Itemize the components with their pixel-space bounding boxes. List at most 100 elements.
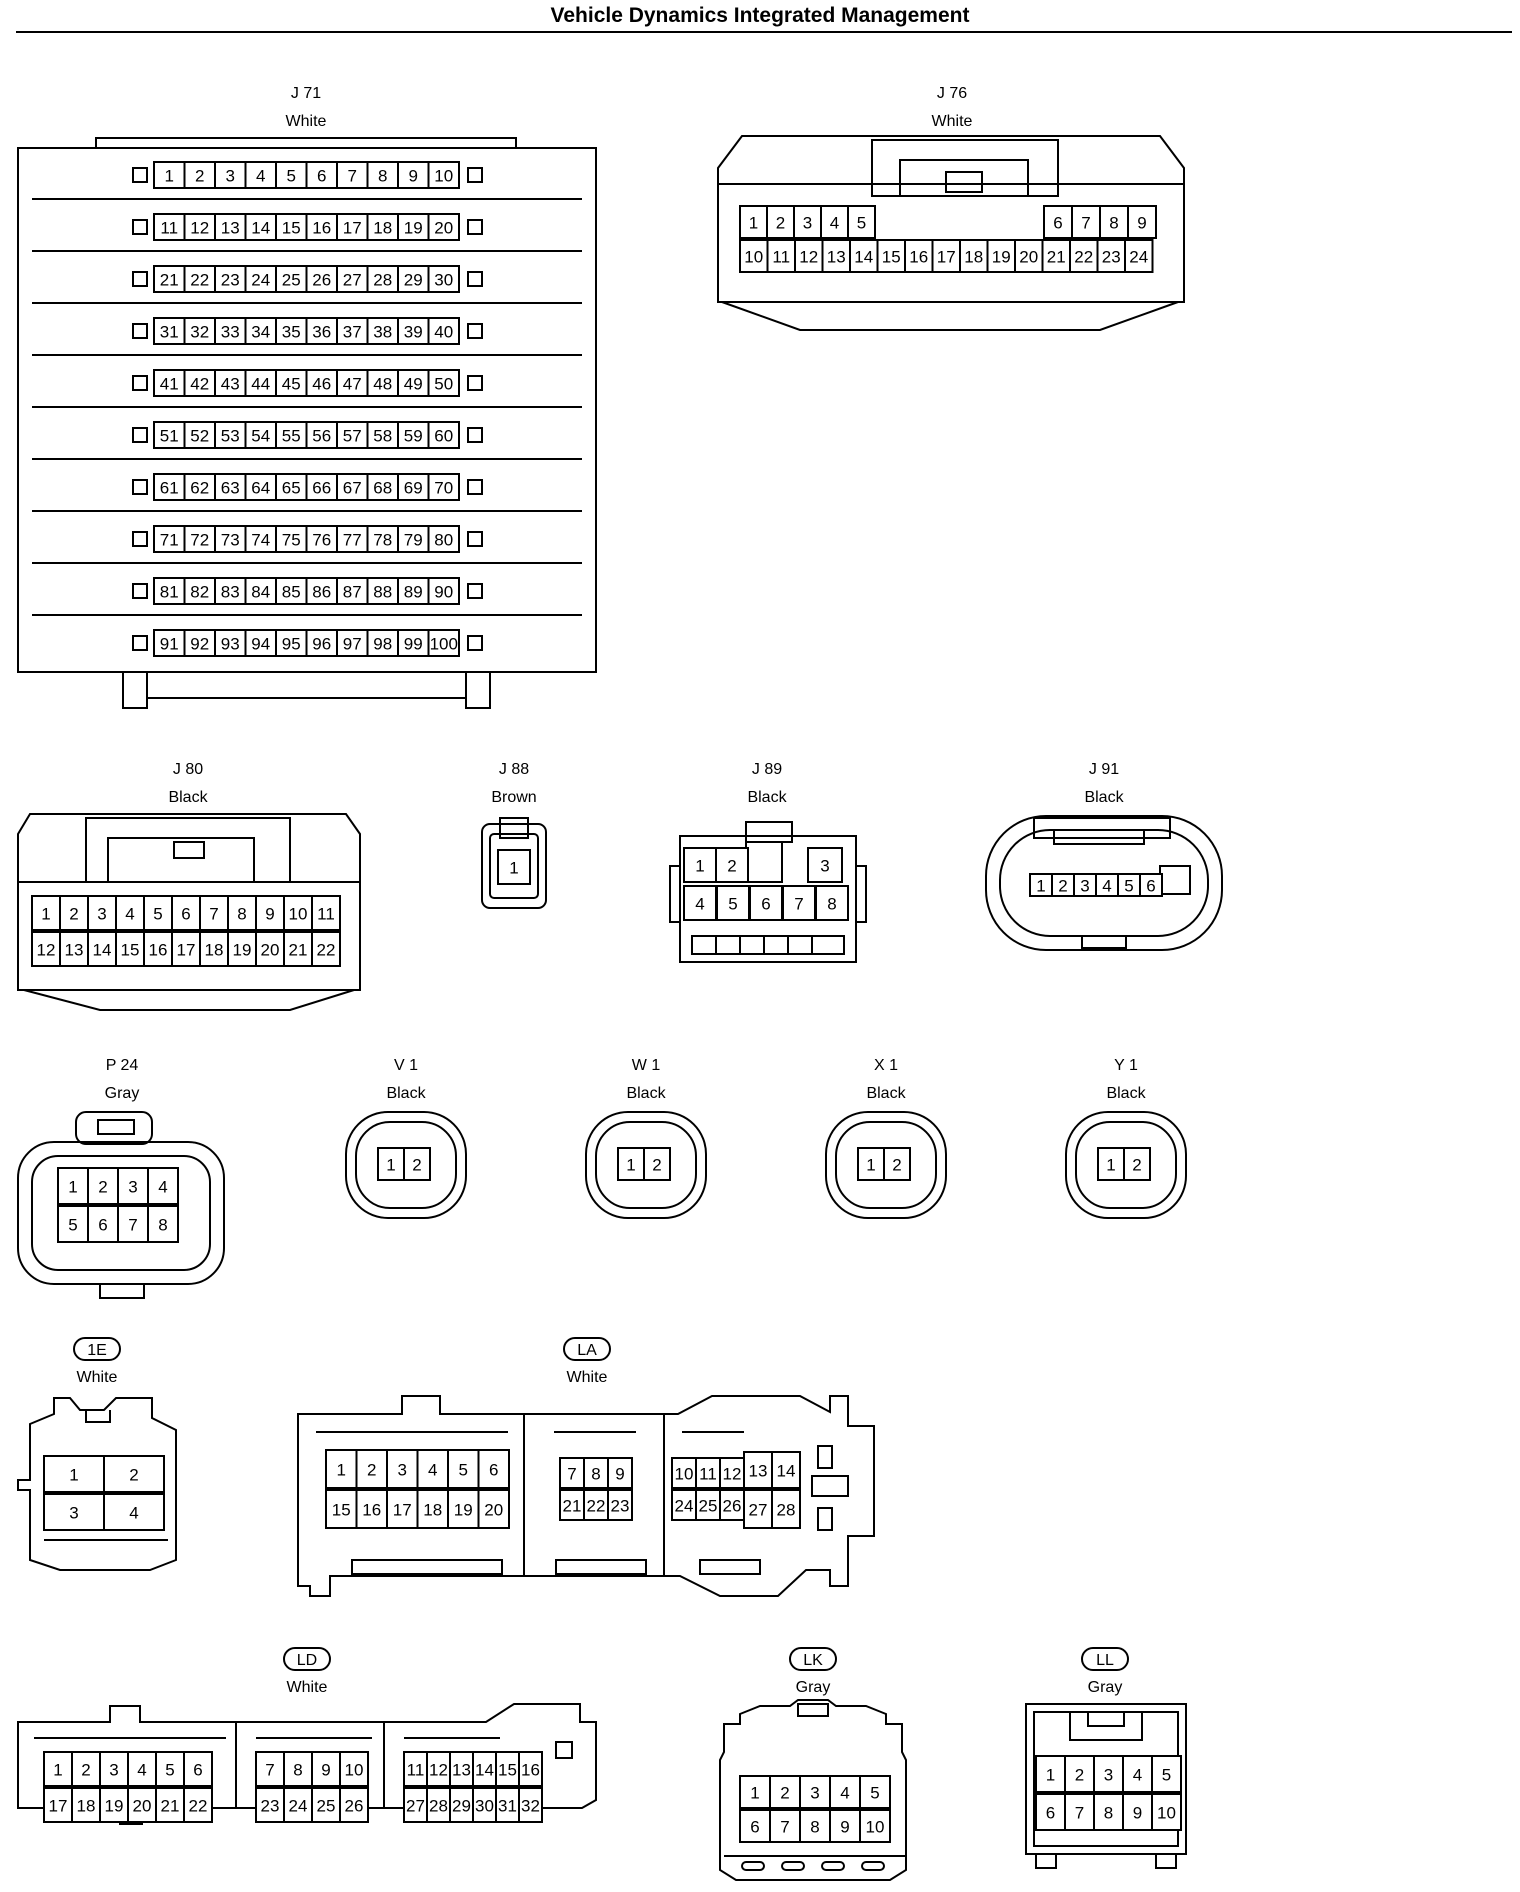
connector-ll-pin-3-cell (1093, 1755, 1124, 1793)
connector-ll-pin-5: 5 (1162, 1766, 1171, 1785)
connector-ll-pin-4: 4 (1133, 1766, 1142, 1785)
connector-j76-pin-8-cell (1099, 205, 1129, 239)
connector-j71-latch-window (467, 323, 483, 339)
connector-j71-housing (17, 137, 597, 709)
connector-la-pin-8: 8 (591, 1465, 600, 1484)
connector-ld-pin-20: 20 (133, 1797, 152, 1816)
connector-ll-pin-6: 6 (1046, 1804, 1055, 1823)
connector-lk-pin-6: 6 (750, 1818, 759, 1837)
connector-j76-pin-5: 5 (857, 214, 866, 233)
connector-la-pin-2: 2 (367, 1461, 376, 1480)
connector-j71-pin-34-cell (244, 317, 277, 345)
connector-j71-pin-55-cell (275, 421, 308, 449)
connector-ld-pin-10-cell (339, 1751, 369, 1787)
connector-ld-pin-10: 10 (345, 1761, 364, 1780)
connector-j71-pin-36-cell (305, 317, 338, 345)
connector-lk-pin-1-cell (739, 1775, 771, 1809)
connector-j71-pin-53-cell (214, 421, 247, 449)
connector-j71-pin-69: 69 (404, 479, 423, 498)
connector-j71-pin-31: 31 (160, 323, 179, 342)
connector-lk-pin-2-cell (769, 1775, 801, 1809)
connector-j88-pins: 1 (497, 849, 531, 885)
connector-lk-pin-8-cell (799, 1809, 831, 1843)
connector-la-pin-17: 17 (393, 1501, 412, 1520)
connector-la-pin-3: 3 (398, 1461, 407, 1480)
connector-v1-color: Black (386, 1085, 426, 1102)
connector-j71-pin-7: 7 (348, 167, 357, 186)
connector-la-pin-14-cell (771, 1451, 801, 1489)
connector-j89-pin-2-cell (715, 847, 749, 883)
connector-j71-pin-42: 42 (190, 375, 209, 394)
connector-la-pin-28-cell (771, 1489, 801, 1529)
connector-j71-pin-78: 78 (373, 531, 392, 550)
connector-j71-pin-92-cell (183, 629, 216, 657)
connector-j71-pin-6: 6 (317, 167, 326, 186)
connector-j76-pin-20: 20 (1019, 248, 1038, 267)
connector-j71-pin-72: 72 (190, 531, 209, 550)
connector-j71-pin-27: 27 (343, 271, 362, 290)
connector-ld-pin-23-cell (255, 1787, 285, 1823)
connector-j76-pin-22-cell (1069, 239, 1099, 273)
connector-ld-pin-21: 21 (161, 1797, 180, 1816)
connector-j71-latch-window (467, 375, 483, 391)
connector-la-pin-2-cell (355, 1449, 388, 1489)
connector-j80-pin-17-cell (171, 931, 201, 967)
connector-j89-pin-1: 1 (695, 857, 704, 876)
connector-j71-pin-8-cell (366, 161, 399, 189)
connector-la-pin-3-cell (386, 1449, 419, 1489)
connector-j80-pin-3: 3 (97, 905, 106, 924)
connector-j80-pin-7: 7 (209, 905, 218, 924)
connector-j71-pin-63: 63 (221, 479, 240, 498)
connector-p24-pin-3: 3 (128, 1178, 137, 1197)
connector-j76-pin-11-cell (766, 239, 796, 273)
connector-j80-pin-22-cell (311, 931, 341, 967)
connector-j89-color: Black (747, 789, 787, 806)
connector-la-pin-24: 24 (675, 1497, 694, 1516)
connector-ld-pin-3: 3 (109, 1761, 118, 1780)
connector-ld-pin-1: 1 (53, 1761, 62, 1780)
connector-j80-pin-3-cell (87, 895, 117, 931)
connector-j71-pin-20-cell (427, 213, 460, 241)
connector-lk-pin-5-cell (859, 1775, 891, 1809)
connector-j71-pin-64-cell (244, 473, 277, 501)
connector-la-pin-25: 25 (699, 1497, 718, 1516)
connector-1e-color: White (77, 1369, 118, 1386)
connector-j80-pin-6: 6 (181, 905, 190, 924)
connector-p24-pin-6-cell (87, 1205, 119, 1243)
connector-ld-pin-30: 30 (475, 1797, 494, 1816)
connector-p24-pin-6: 6 (98, 1216, 107, 1235)
connector-j89-pin-1-cell (683, 847, 717, 883)
connector-j71-pin-71: 71 (160, 531, 179, 550)
connector-la-pin-17-cell (386, 1489, 419, 1529)
connector-lk-pin-8: 8 (810, 1818, 819, 1837)
connector-j80-pin-17: 17 (177, 941, 196, 960)
connector-j71-pin-93: 93 (221, 635, 240, 654)
connector-j71-latch-window (132, 167, 148, 183)
connector-j71-pin-48: 48 (373, 375, 392, 394)
connector-j71-pin-42-cell (183, 369, 216, 397)
connector-lk-pin-3-cell (799, 1775, 831, 1809)
connector-j71-pin-8: 8 (378, 167, 387, 186)
connector-p24-pin-7: 7 (128, 1216, 137, 1235)
connector-j91-housing (985, 815, 1223, 951)
connector-j71-pin-54: 54 (251, 427, 270, 446)
connector-j89-pin-3-cell (807, 847, 843, 883)
connector-la-pin-15: 15 (332, 1501, 351, 1520)
connector-p24-pin-2: 2 (98, 1178, 107, 1197)
connector-j71-pin-88-cell (366, 577, 399, 605)
connector-j71-pin-58: 58 (373, 427, 392, 446)
connector-1e-code: 1E (87, 1342, 107, 1359)
connector-j71-pin-22: 22 (190, 271, 209, 290)
connector-y1-pin-1: 1 (1106, 1156, 1115, 1175)
connector-la-pin-22-cell (583, 1489, 609, 1521)
connector-j71-pin-46: 46 (312, 375, 331, 394)
connector-ld-pin-15: 15 (498, 1761, 517, 1780)
connector-la-pin-28: 28 (777, 1501, 796, 1520)
connector-j80-pin-1: 1 (41, 905, 50, 924)
connector-j80-pin-11-cell (311, 895, 341, 931)
